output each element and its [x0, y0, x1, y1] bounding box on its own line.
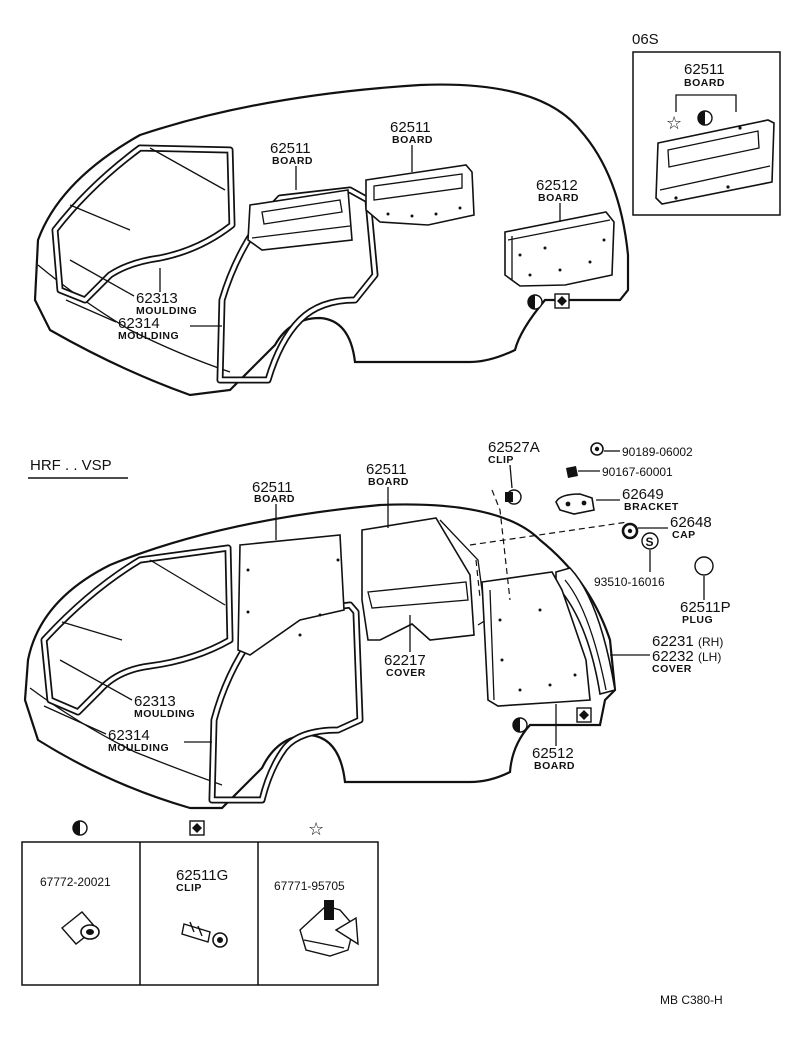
label-board-rear-part[interactable]: 62512	[536, 177, 578, 194]
variant-label-hrf-vsp: HRF . . VSP	[30, 457, 112, 474]
s-part-icon: S	[641, 532, 659, 572]
clip-part	[181, 921, 228, 948]
variant-label-06s: 06S	[632, 31, 659, 48]
label-bolt-1-part[interactable]: 90189-06002	[622, 445, 693, 459]
board-mid-bottom	[361, 517, 487, 641]
label-moulding-b-name: MOULDING	[108, 742, 169, 754]
label-cover-lh-part[interactable]: 62232	[652, 648, 694, 665]
board-mid-top	[365, 164, 475, 226]
body-outline-top	[33, 83, 630, 397]
label-clip-a-name: CLIP	[488, 454, 514, 466]
label-cap-part[interactable]: 62648	[670, 514, 712, 531]
label-bracket-part[interactable]: 62649	[622, 486, 664, 503]
label-board-front-name: BOARD	[254, 493, 295, 505]
label-plug-part[interactable]: 62511P	[680, 599, 731, 616]
legend-2-part[interactable]: 62511G	[176, 867, 228, 884]
label-board-mid-name: BOARD	[368, 476, 409, 488]
label-board-rear-name: BOARD	[534, 760, 575, 772]
label-board-front-part[interactable]: 62511	[252, 479, 293, 496]
label-board-front-part[interactable]: 62511	[270, 140, 311, 157]
label-cap-name: CAP	[672, 529, 696, 541]
label-cover-lh-name: COVER	[652, 663, 692, 675]
label-cover-rh-part[interactable]: 62231	[652, 633, 694, 650]
label-clip-a-part[interactable]: 62527A	[488, 439, 540, 456]
label-cover-lh-suffix: (LH)	[698, 650, 721, 664]
label-s-part-part[interactable]: 93510-16016	[594, 575, 665, 589]
section-hrf-vsp: HRF . . VSP	[28, 457, 128, 479]
clip-62527a	[505, 489, 522, 505]
inset-frame	[632, 51, 781, 216]
board-front-top	[247, 189, 353, 251]
half-circle-icon	[512, 717, 528, 733]
legend-1-part[interactable]: 67772-20021	[40, 875, 111, 889]
body-lower-line	[37, 264, 231, 373]
vehicle-bottom: S 62511 BOARD 62511 BOARD 62527A CLIP 90…	[23, 439, 731, 810]
label-moulding-b-part[interactable]: 62314	[118, 315, 160, 332]
cap-62648	[621, 522, 668, 540]
label-moulding-b-part[interactable]: 62314	[108, 727, 150, 744]
diamond-square-icon	[576, 707, 592, 723]
half-circle-icon	[72, 820, 88, 836]
label-cover-mid-name: COVER	[386, 667, 426, 679]
board-rear-bottom	[481, 571, 591, 707]
label-bracket-name: BRACKET	[624, 501, 679, 513]
door-moulding	[208, 601, 364, 804]
inset-leader	[675, 94, 737, 112]
cover-rear-pillar	[555, 567, 616, 696]
label-bolt-2-part[interactable]: 90167-60001	[602, 465, 673, 479]
inset-board-name: BOARD	[684, 77, 725, 89]
label-moulding-b-name: MOULDING	[118, 330, 179, 342]
label-plug-name: PLUG	[682, 614, 713, 626]
trim-clip-part	[299, 900, 359, 957]
half-circle-icon	[527, 294, 543, 310]
legend: ☆ 67772-20021 62511G CLIP 67771-95705	[21, 819, 379, 986]
board-front-bottom	[237, 534, 345, 656]
label-moulding-a-name: MOULDING	[134, 708, 195, 720]
half-circle-icon	[697, 110, 713, 126]
label-board-mid-part[interactable]: 62511	[390, 119, 431, 136]
inset-board-part[interactable]: 62511	[684, 61, 725, 78]
legend-2-name: CLIP	[176, 882, 202, 894]
windshield-moulding	[51, 144, 236, 304]
plug-62511p	[694, 556, 714, 600]
footer-code: MB C380-H	[660, 993, 723, 1007]
label-board-rear-name: BOARD	[538, 192, 579, 204]
label-board-front-name: BOARD	[272, 155, 313, 167]
legend-3-part[interactable]: 67771-95705	[274, 879, 345, 893]
label-moulding-a-name: MOULDING	[136, 305, 197, 317]
board-rear-top	[504, 211, 615, 287]
bolt-90189	[590, 442, 620, 456]
inset-06s: 06S 62511 BOARD ☆	[632, 31, 781, 216]
bracket-62649	[555, 493, 620, 515]
label-board-mid-name: BOARD	[392, 134, 433, 146]
star-icon: ☆	[308, 819, 324, 839]
label-moulding-a-part[interactable]: 62313	[136, 290, 178, 307]
label-cover-rh-suffix: (RH)	[698, 635, 723, 649]
vehicle-top: 62511 BOARD 62511 BOARD 62512 BOARD 6231…	[33, 83, 630, 397]
bolt-90167	[566, 466, 600, 478]
body-outline-bottom	[23, 503, 617, 810]
legend-frame	[21, 841, 379, 986]
label-moulding-a-part[interactable]: 62313	[134, 693, 176, 710]
diamond-square-icon	[189, 820, 205, 836]
label-board-mid-part[interactable]: 62511	[366, 461, 407, 478]
diamond-square-icon	[554, 293, 570, 309]
push-clip-part	[60, 911, 100, 945]
board-panel-06s	[655, 119, 775, 205]
label-board-rear-part[interactable]: 62512	[532, 745, 574, 762]
windshield-moulding	[40, 544, 234, 716]
svg-text:S: S	[646, 535, 654, 549]
label-cover-mid-part[interactable]: 62217	[384, 652, 426, 669]
star-icon: ☆	[666, 113, 682, 133]
